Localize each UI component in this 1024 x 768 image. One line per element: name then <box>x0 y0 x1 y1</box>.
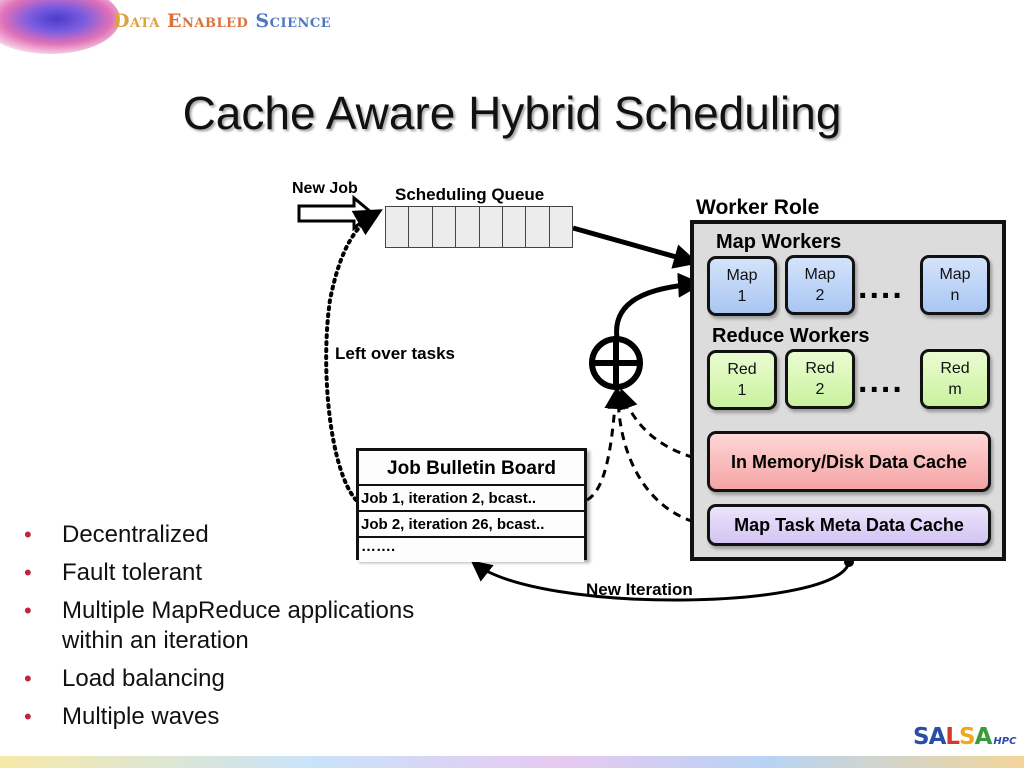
map-worker-1-label: Map 1 <box>726 267 758 305</box>
bullet-dot-icon: • <box>24 704 32 729</box>
logo-suffix: HPC <box>993 736 1017 747</box>
bullet-dot-icon: • <box>24 522 32 547</box>
bullet-text: Multiple MapReduce applications within a… <box>62 597 415 654</box>
bulletin-row: Job 1, iteration 2, bcast.. <box>359 486 584 512</box>
queue-slot <box>409 207 433 247</box>
brand-title: Data Enabled Science <box>113 10 331 32</box>
footer-gradient-bar <box>0 756 1024 768</box>
new-job-label: New Job <box>292 180 358 197</box>
bullet-item: • Load balancing <box>24 664 464 694</box>
reduce-worker-m-label: Red m <box>940 360 970 398</box>
scheduling-queue-label: Scheduling Queue <box>395 185 545 204</box>
queue-slot <box>526 207 550 247</box>
left-over-tasks-label: Left over tasks <box>335 344 455 363</box>
bullet-text: Load balancing <box>62 665 225 692</box>
job-bulletin-board: Job Bulletin Board Job 1, iteration 2, b… <box>356 448 587 562</box>
queue-slot <box>456 207 480 247</box>
meta-cache-label: Map Task Meta Data Cache <box>734 514 964 535</box>
new-iteration-label: New Iteration <box>586 580 693 599</box>
map-workers-ellipsis: .... <box>858 268 904 306</box>
bullet-dot-icon: • <box>24 598 32 623</box>
bullet-text: Decentralized <box>62 521 209 548</box>
bullet-text: Multiple waves <box>62 703 220 730</box>
board-to-combine-arrow <box>586 387 626 502</box>
bulletin-board-title: Job Bulletin Board <box>359 451 584 486</box>
reduce-worker-1-label: Red 1 <box>727 361 757 399</box>
reduce-worker-1: Red 1 <box>707 350 777 410</box>
worker-role-title: Worker Role <box>696 196 820 219</box>
new-iteration-arrow <box>470 560 851 602</box>
combine-symbol <box>589 336 643 390</box>
combine-to-map-arrow <box>614 272 703 339</box>
meta-cache-to-combine-arrow <box>607 387 708 527</box>
bullet-item: • Multiple MapReduce applications within … <box>24 596 464 656</box>
map-worker-n-label: Map n <box>939 266 971 304</box>
queue-slot <box>433 207 457 247</box>
bullet-item: • Multiple waves <box>24 702 464 732</box>
queue-to-worker-arrow <box>572 225 699 269</box>
brand-word-enabled: Enabled <box>167 10 249 32</box>
bulletin-row: ……. <box>359 538 584 562</box>
brand-word-science: Science <box>255 10 332 32</box>
left-over-tasks-arrow <box>324 209 383 502</box>
queue-slot <box>503 207 527 247</box>
map-worker-n: Map n <box>920 255 990 315</box>
bullet-text: Fault tolerant <box>62 559 203 586</box>
map-workers-label: Map Workers <box>716 231 842 253</box>
map-worker-2: Map 2 <box>785 255 855 315</box>
bullet-item: • Decentralized <box>24 520 464 550</box>
data-cache-box: In Memory/Disk Data Cache <box>707 431 991 492</box>
logo-letters: L <box>945 724 960 750</box>
bullet-dot-icon: • <box>24 666 32 691</box>
map-worker-2-label: Map 2 <box>804 266 836 304</box>
queue-slot <box>550 207 572 247</box>
bulletin-row: Job 2, iteration 26, bcast.. <box>359 512 584 538</box>
data-cache-label: In Memory/Disk Data Cache <box>730 451 968 472</box>
reduce-worker-2: Red 2 <box>785 349 855 409</box>
queue-slot <box>386 207 410 247</box>
bullet-list: • Decentralized • Fault tolerant • Multiple… <box>24 520 464 740</box>
queue-slot <box>480 207 503 247</box>
reduce-worker-2-label: Red 2 <box>805 360 835 398</box>
reduce-worker-m: Red m <box>920 349 990 409</box>
scheduling-queue <box>385 206 573 248</box>
slide-title: Cache Aware Hybrid Scheduling <box>182 87 842 139</box>
bullet-dot-icon: • <box>24 560 32 585</box>
bullet-item: • Fault tolerant <box>24 558 464 588</box>
logo-letters: SA <box>913 724 946 750</box>
meta-cache-box: Map Task Meta Data Cache <box>707 504 991 546</box>
logo-letters: A <box>974 724 993 750</box>
reduce-workers-label: Reduce Workers <box>712 325 870 347</box>
map-worker-1: Map 1 <box>707 256 777 316</box>
reduce-workers-ellipsis: .... <box>858 362 904 400</box>
brand-word-data: Data <box>113 10 160 32</box>
logo-letters: S <box>959 724 976 750</box>
